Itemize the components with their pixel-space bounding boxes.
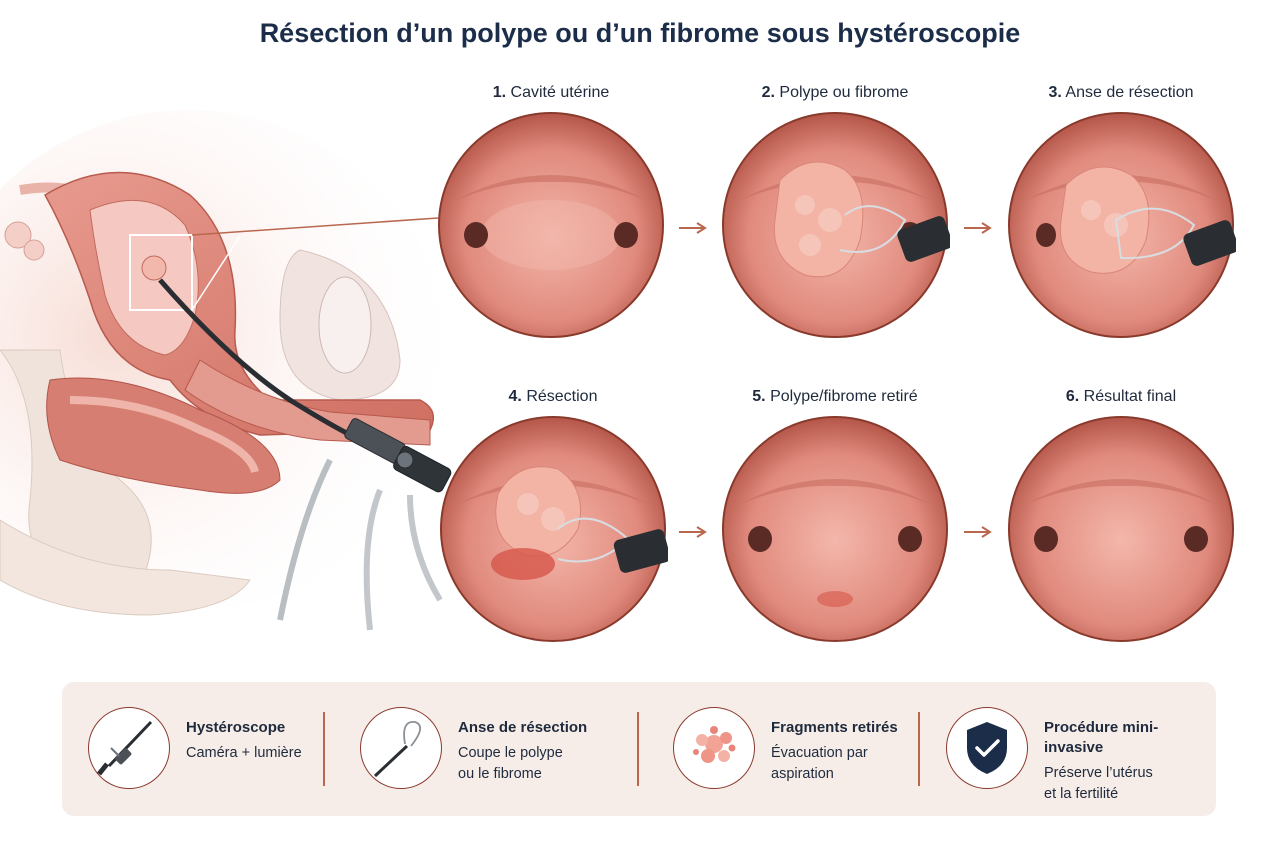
step-3-label: 3. Anse de résection [1048, 84, 1194, 101]
step-3: 3. Anse de résection [1006, 82, 1236, 340]
uterus-cross-section-illustration [0, 110, 452, 631]
step-1-label: 1. Cavité utérine [492, 84, 610, 101]
feature-title: Anse de résection [458, 719, 588, 736]
step-2-label: 2. Polype ou fibrome [761, 84, 909, 101]
resection-loop-icon [360, 707, 442, 789]
divider [637, 712, 639, 786]
step-6-endoscopic-view [1008, 416, 1234, 642]
page-title: Résection d’un polype ou d’un fibrome so… [259, 18, 1021, 48]
features-panel: Hystéroscope Caméra + lumière Anse de ré… [62, 682, 1216, 816]
arrow-right-icon [964, 222, 992, 234]
step-2: 2. Polype ou fibrome [720, 82, 950, 340]
step-1-endoscopic-view [438, 112, 664, 338]
step-1: 1. Cavité utérine [436, 82, 666, 340]
divider [323, 712, 325, 786]
arrow-right-icon [964, 526, 992, 538]
feature-title: Fragments retirés [771, 719, 898, 736]
step-6: 6. Résultat final [1006, 386, 1236, 644]
step-4-endoscopic-view [440, 416, 668, 642]
hysteroscope-icon [88, 707, 170, 789]
feature-title: Hystéroscope [186, 719, 286, 736]
fragments-icon [673, 707, 755, 789]
feature-mini-invasive: Procédure mini-invasive Préserve l’utéru… [946, 682, 1216, 816]
arrow-right-icon [679, 222, 707, 234]
feature-hysteroscope: Hystéroscope Caméra + lumière [88, 682, 338, 816]
feature-title: Procédure mini-invasive [1044, 719, 1159, 756]
shield-check-icon [946, 707, 1028, 789]
step-4: 4. Résection [438, 386, 668, 644]
step-4-label: 4. Résection [508, 388, 598, 405]
step-5-endoscopic-view [722, 416, 948, 642]
step-2-endoscopic-view [722, 112, 950, 338]
step-5-label: 5. Polype/fibrome retiré [752, 388, 918, 405]
step-3-endoscopic-view [1008, 112, 1236, 338]
step-6-label: 6. Résultat final [1065, 388, 1177, 405]
arrow-right-icon [679, 526, 707, 538]
step-5: 5. Polype/fibrome retiré [720, 386, 950, 644]
feature-description: Caméra + lumière [186, 745, 302, 761]
divider [918, 712, 920, 786]
